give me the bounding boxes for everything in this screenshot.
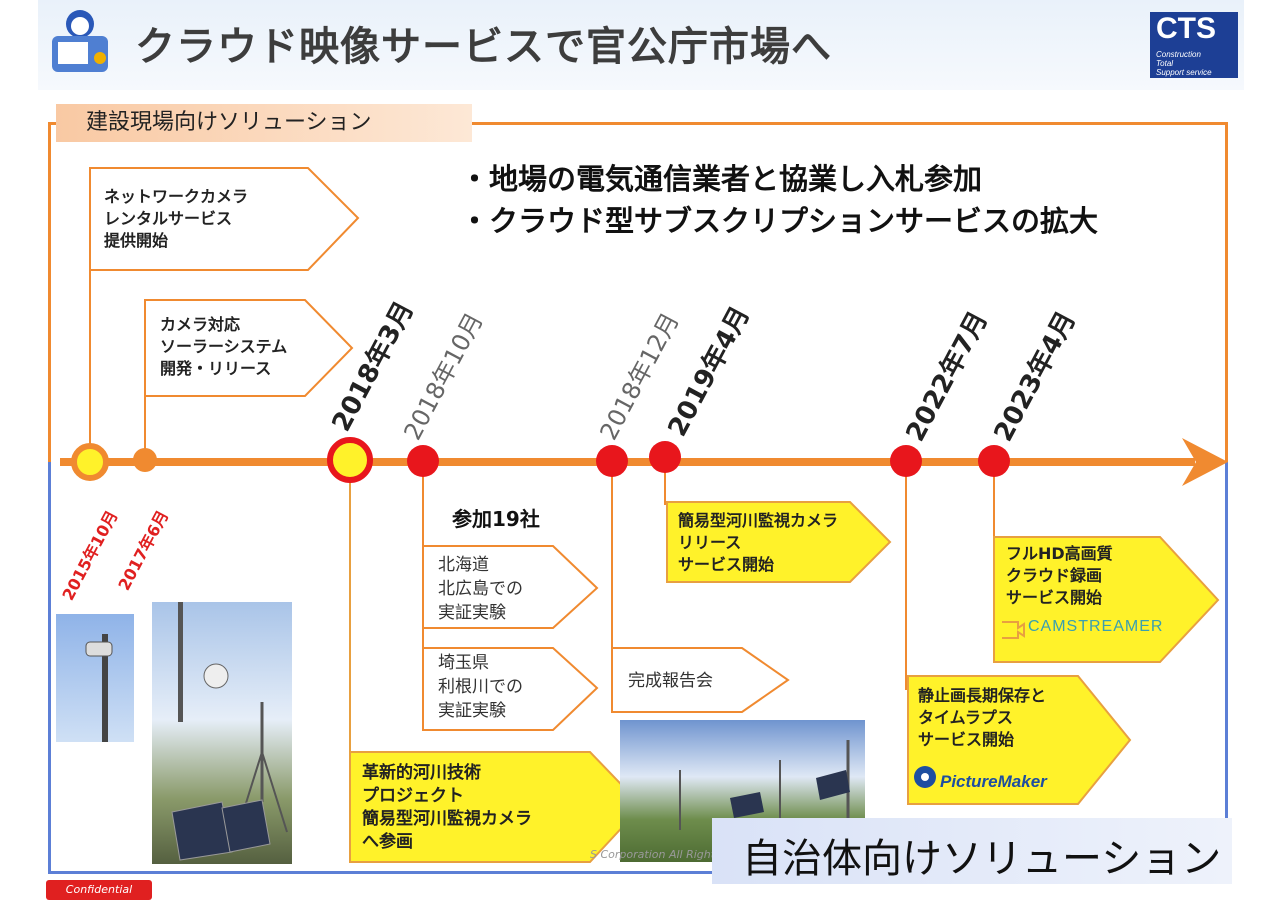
bullet-1: ・地場の電気通信業者と協業し入札参加 [460,162,983,196]
solar-tower-photo [152,602,292,864]
page-title: クラウド映像サービスで官公庁市場へ [135,24,832,70]
municipal-title: 自治体向けソリューション [742,836,1222,882]
callout-saitama [422,647,599,731]
cts-logo: CTS Construction Total Support service [1150,12,1238,78]
copyright-text: S Corporation All Rights R [590,848,732,861]
callout-project [349,751,644,863]
node-2018-10 [407,445,439,477]
rental-service-text: ネットワークカメラ レンタルサービス 提供開始 [104,187,249,250]
camstreamer-logo-icon [1002,621,1025,639]
node-2022-7 [890,445,922,477]
node-2018-3 [327,437,373,483]
camera-photo-1 [56,614,134,742]
mascot-icon [52,10,108,72]
callout-hokkaido [422,545,599,629]
logo-text: CTS [1156,12,1216,45]
river-camera-text: 簡易型河川監視カメラ リリース サービス開始 [678,511,839,574]
logo-subtitle: Construction Total Support service [1156,50,1212,77]
node-2018-12 [596,445,628,477]
report-text: 完成報告会 [628,671,713,691]
municipal-title-band: 自治体向けソリューション [712,818,1232,884]
node-2015-10 [71,443,109,481]
node-2019-4 [649,441,681,473]
bullet-2: ・クラウド型サブスクリプションサービスの拡大 [460,204,1099,238]
timelapse-text: 静止画長期保存と タイムラプス サービス開始 [918,686,1047,749]
node-2023-4 [978,445,1010,477]
municipal-section [48,462,1228,874]
project-text: 革新的河川技術 プロジェクト 簡易型河川監視カメラ へ参画 [362,763,532,852]
film-reel-icon [914,766,936,788]
callout-fullhd [993,536,1220,663]
confidential-badge: Confidential [46,880,152,900]
callout-river-camera [666,501,892,583]
construction-section [48,122,1228,462]
construction-tab: 建設現場向けソリューション [56,104,472,142]
camstreamer-logo: CAMSTREAMER [1028,618,1164,635]
header-band [38,0,1244,90]
hokkaido-text: 北海道 北広島での 実証実験 [438,555,523,623]
solar-system-text: カメラ対応 ソーラーシステム 開発・リリース [160,315,288,378]
node-2017-6 [133,448,157,472]
fullhd-text: フルHD高画質 クラウド録画 サービス開始 [1006,544,1113,607]
picturemaker-logo: PictureMaker [940,772,1047,791]
callout-timelapse [907,675,1132,805]
timeline-arrowhead [1182,438,1228,486]
saitama-text: 埼玉県 利根川での 実証実験 [438,653,523,721]
participants-count: 参加19社 [452,507,540,531]
callout-report [611,647,790,713]
